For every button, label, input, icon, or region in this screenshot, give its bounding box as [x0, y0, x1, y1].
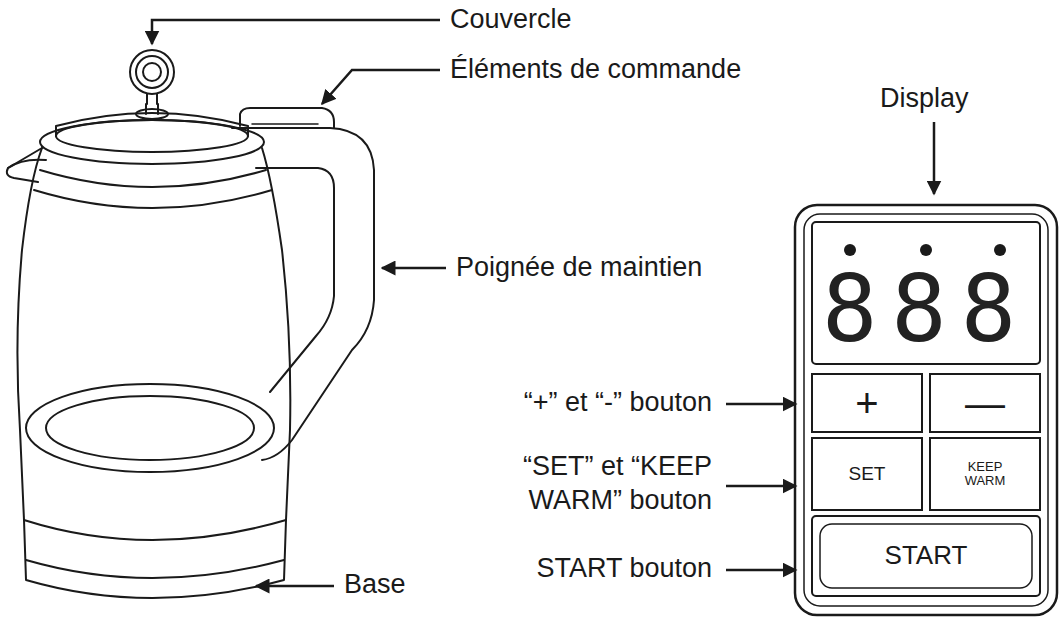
button-text: KEEP WARM: [959, 460, 1011, 487]
part-label: Éléments de commande: [450, 53, 741, 87]
leader-lines: [152, 20, 934, 586]
set-button: SET: [814, 440, 920, 508]
button-label: START bouton: [536, 552, 712, 586]
start-button: START: [824, 528, 1028, 584]
button-text: 888: [822, 262, 1030, 359]
part-label: Display: [880, 82, 969, 116]
button-text: START: [885, 542, 968, 569]
button-text: SET: [849, 464, 886, 484]
button-label: “+” et “-” bouton: [524, 386, 712, 420]
keep-warm-button: KEEP WARM: [932, 440, 1038, 508]
kettle-drawing: [7, 50, 374, 598]
part-label: Poignée de maintien: [456, 251, 702, 285]
display-dots: [844, 244, 1006, 256]
plus-button: +: [814, 376, 920, 430]
part-label: Couvercle: [450, 3, 572, 37]
button-label: “SET” et “KEEP WARM” bouton: [462, 450, 712, 518]
control-panel: [795, 205, 1057, 615]
segment-display: 888: [814, 258, 1038, 362]
minus-button: —: [932, 376, 1038, 430]
part-label: Base: [344, 568, 406, 602]
button-text: —: [965, 382, 1005, 424]
button-text: +: [855, 382, 878, 424]
